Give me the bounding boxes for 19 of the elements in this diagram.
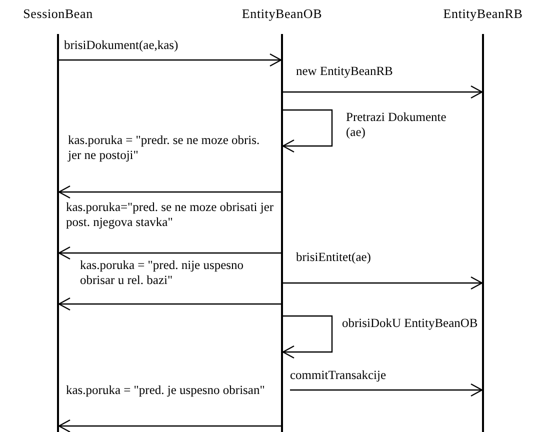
lifeline-title: SessionBean: [22, 6, 94, 22]
edge-label: obrisiDokU EntityBeanOB: [342, 316, 478, 331]
edge-label: kas.poruka = "pred. je uspesno obrisan": [66, 383, 265, 398]
lifeline-title: EntityBeanOB: [240, 6, 324, 22]
message-arrow: [283, 85, 483, 99]
edge-label: commitTransakcije: [290, 368, 386, 383]
message-arrow: [58, 297, 281, 311]
message-arrow: [58, 246, 281, 260]
lifeline-title: EntityBeanRB: [442, 6, 524, 22]
message-arrow: [283, 276, 483, 290]
edge-label: brisiEntitet(ae): [296, 250, 371, 265]
edge-label: brisiDokument(ae,kas): [64, 38, 178, 53]
message-arrow: [58, 185, 281, 199]
self-message-arrow: [282, 109, 333, 153]
message-arrow: [59, 53, 282, 67]
self-message-arrow: [282, 315, 333, 359]
message-arrow: [290, 383, 483, 397]
edge-label: new EntityBeanRB: [296, 64, 393, 79]
message-arrow: [58, 419, 281, 432]
